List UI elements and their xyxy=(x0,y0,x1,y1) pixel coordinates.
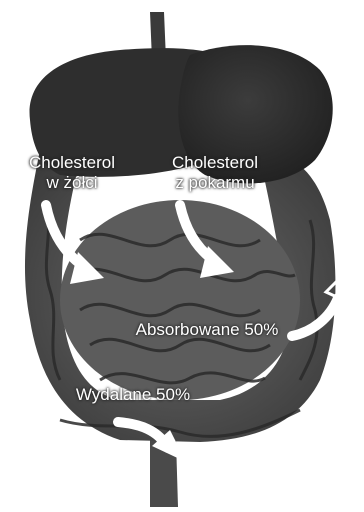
label-cholesterol-bile: Cholesterol w żółci xyxy=(12,153,132,193)
label-food-line2: z pokarmu xyxy=(150,173,280,193)
label-food-line1: Cholesterol xyxy=(150,153,280,173)
label-bile-line2: w żółci xyxy=(12,173,132,193)
label-excreted: Wydalane 50% xyxy=(58,385,208,405)
label-cholesterol-food: Cholesterol z pokarmu xyxy=(150,153,280,193)
label-absorbed: Absorbowane 50% xyxy=(112,320,302,340)
label-bile-line1: Cholesterol xyxy=(12,153,132,173)
small-intestine xyxy=(60,200,300,400)
